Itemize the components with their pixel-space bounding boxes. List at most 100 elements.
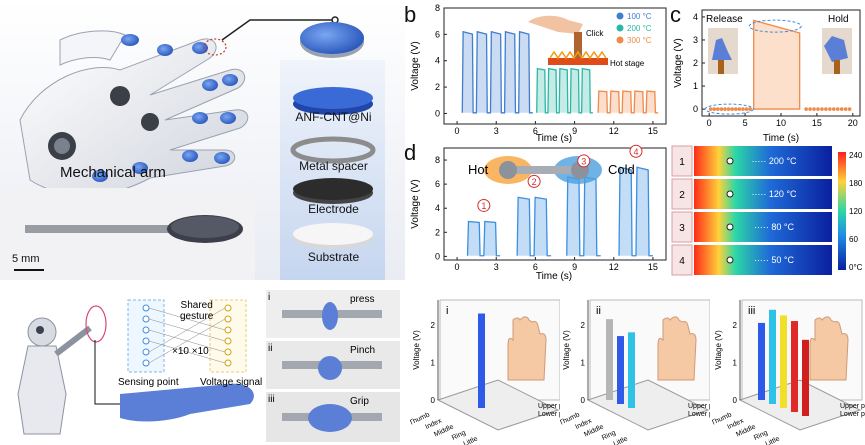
colorbar-tick-4: 0°C (849, 263, 863, 272)
thermal-index-box-2 (671, 211, 693, 243)
b-ytick-label-4: 8 (435, 3, 440, 13)
d-marker-label-2: 3 (581, 156, 586, 166)
d-ytick-label-1: 2 (435, 227, 440, 237)
b-legend-swatch-1 (616, 24, 624, 32)
bars-3-bar-4 (802, 339, 809, 416)
d-marker-label-1: 2 (532, 177, 537, 187)
voltage-node-1 (224, 315, 232, 323)
panel-c-label: c (670, 2, 681, 27)
bars-3-cat-4: Little (764, 435, 780, 445)
bars-2-row-1: Lower part (688, 411, 710, 418)
c-xtick-label-4: 20 (848, 118, 858, 128)
colorbar (838, 152, 846, 270)
sensing-node-4 (142, 348, 150, 356)
layer-substrate (293, 223, 373, 249)
thermal-temp-0: ····· 200 °C (751, 156, 797, 166)
sensing-node-1 (142, 315, 150, 323)
sensor-disk (300, 22, 364, 58)
bars-2-cat-4: Little (612, 435, 628, 445)
c-release2-point-11 (847, 107, 852, 111)
thermal-temp-3: ····· 50 °C (754, 255, 795, 265)
wrench-inset (484, 156, 602, 184)
c-release-highlight (704, 103, 754, 115)
bars-3-ytick-0: 0 (733, 396, 738, 405)
shared-gesture-label: Shared gesture (180, 300, 214, 322)
d-ytick-label-2: 4 (435, 203, 440, 213)
c-release-point-2 (716, 107, 720, 111)
cold-label: Cold (608, 162, 635, 177)
voltage-signal-label: Voltage signal (200, 377, 263, 388)
release-photo (708, 28, 738, 74)
array-size-label: ×10 ×10 (172, 346, 209, 357)
b-xtick-label-4: 12 (609, 126, 619, 136)
mechanical-arm-label: Mechanical arm (60, 164, 166, 181)
panel-a: Mechanical arm 5 mm ANF-CNT@Ni Metal spa… (0, 0, 405, 280)
d-marker-0 (477, 198, 491, 212)
c-ytick-label-1: 1 (693, 81, 698, 91)
chart-b-ylabel: Voltage (V) (410, 41, 421, 90)
c-release-point-7 (733, 107, 738, 111)
chart-b-frame (443, 7, 667, 125)
d-xtick-label-5: 15 (648, 262, 658, 272)
thermal-temp-2: ····· 80 °C (754, 222, 795, 232)
bars-1-bar-0 (478, 313, 485, 408)
thermal-image-2 (694, 212, 832, 242)
c-xtick-label-1: 5 (743, 118, 748, 128)
stack-label-4: Substrate (307, 250, 360, 264)
chart-c-ylabel: Voltage (V) (673, 38, 684, 87)
bars-1-ytick-2: 2 (431, 321, 436, 330)
thermal-index-1: 2 (679, 190, 685, 201)
thermal-index-box-1 (671, 178, 693, 210)
bars-3-ytick-1: 1 (733, 358, 738, 367)
bars-2-bar-0 (606, 319, 613, 400)
thermal-point-2 (726, 223, 734, 231)
gesture-label-1: press (350, 294, 375, 305)
bars-2-bar-2 (628, 332, 635, 408)
b-series-2-line (597, 90, 659, 114)
hot-label: Hot (468, 162, 489, 177)
bars-2-hand-icon (657, 316, 697, 381)
bars-2-ytick-1: 1 (581, 358, 586, 367)
stack-label-1: ANF-CNT@Ni (295, 110, 372, 124)
gesture-label-3: Grip (350, 396, 369, 407)
c-release2-point-3 (816, 107, 820, 111)
d-ytick-label-3: 6 (435, 179, 440, 189)
sensing-node-0 (142, 304, 150, 312)
bars-3-row-0: Upper part (840, 403, 865, 410)
sensing-node-3 (142, 337, 150, 345)
chart-b-xlabel: Time (s) (536, 133, 572, 144)
thermal-temp-1: ····· 120 °C (751, 189, 797, 199)
layer-anf-cnt (293, 87, 373, 115)
c-release-point-5 (726, 107, 731, 111)
bars-3-bar-2 (780, 315, 787, 408)
thermal-index-2: 3 (679, 223, 685, 234)
gesture-label-2: Pinch (350, 345, 376, 356)
humanoid-robot-icon (17, 317, 92, 435)
net-link-5 (148, 318, 226, 364)
b-ytick-label-0: 0 (435, 108, 440, 118)
c-xtick-label-3: 15 (812, 118, 822, 128)
d-group-3-fill (618, 167, 653, 256)
gesture-roman-2: ii (268, 343, 273, 354)
d-group-0-fill (467, 221, 501, 256)
thermal-index-box-3 (671, 244, 693, 276)
stack-label-3: Electrode (308, 202, 359, 216)
c-release2-point-8 (835, 107, 840, 111)
c-release-point-9 (741, 107, 745, 111)
chart-c-xlabel: Time (s) (763, 133, 799, 144)
bars-3-roman: iii (748, 305, 755, 317)
gesture-roman-1: i (268, 292, 271, 303)
colorbar-tick-0: 240 (849, 151, 863, 160)
panel-e-illustration: Shared gesture ×10 ×10 Sensing point Vol… (0, 284, 405, 445)
voltage-node-4 (224, 348, 232, 356)
c-release-point-10 (744, 107, 749, 111)
chart-d-xlabel: Time (s) (536, 271, 572, 282)
